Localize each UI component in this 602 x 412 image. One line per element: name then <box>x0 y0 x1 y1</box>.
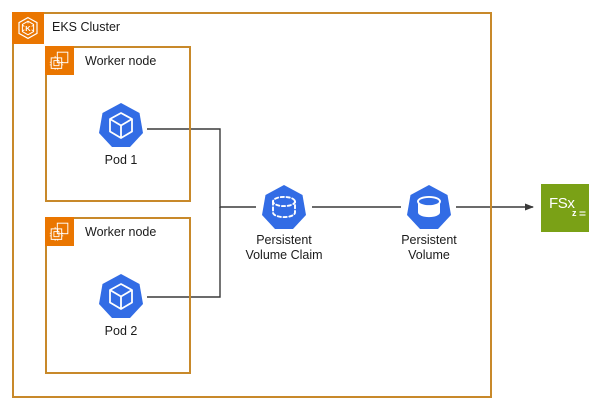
fsx-lines-glyph <box>579 211 586 216</box>
worker-node-1-label: Worker node <box>85 54 157 68</box>
kubernetes-pod-icon[interactable] <box>95 100 147 152</box>
worker-node-1-container <box>45 46 191 202</box>
eks-cluster-container <box>12 12 492 398</box>
worker-node-2-container <box>45 217 191 374</box>
worker-node-2-label: Worker node <box>85 225 157 239</box>
svg-text:K: K <box>25 24 31 33</box>
kubernetes-pv-icon[interactable] <box>403 182 455 234</box>
pv-label: Persistent Volume <box>401 233 457 262</box>
aws-fsx-icon[interactable]: FSx z <box>541 184 589 232</box>
kubernetes-pvc-icon[interactable] <box>258 182 310 234</box>
fsx-sub-glyph: z <box>572 208 577 218</box>
fsx-wordmark: FSx <box>549 195 575 212</box>
kubernetes-pod-icon[interactable] <box>95 271 147 323</box>
pod-1-label: Pod 1 <box>104 153 138 167</box>
pod-2-label: Pod 2 <box>104 324 138 338</box>
cpu-chip-icon <box>45 217 74 246</box>
cpu-chip-icon <box>45 46 74 75</box>
kubernetes-hexagon-icon: K <box>12 12 44 44</box>
pvc-label: Persistent Volume Claim <box>245 233 323 262</box>
eks-cluster-label: EKS Cluster <box>52 20 121 34</box>
